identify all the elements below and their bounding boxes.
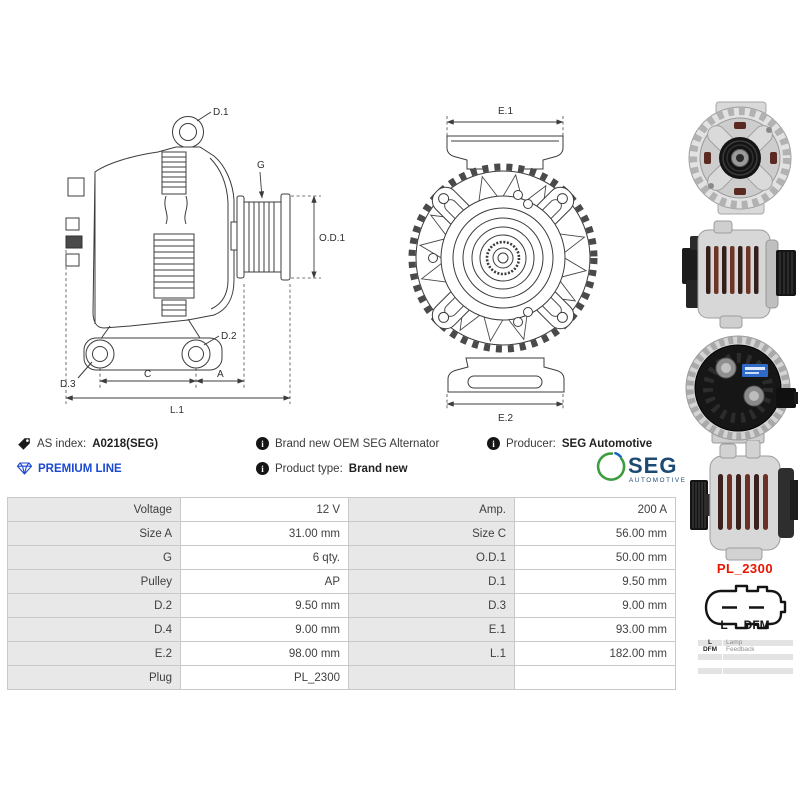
spec-label bbox=[348, 665, 515, 690]
spec-value: 182.00 mm bbox=[514, 641, 676, 666]
e2-label: E.2 bbox=[498, 413, 513, 424]
pulley-shaft bbox=[230, 221, 238, 251]
seg-logo-text: SEG bbox=[628, 453, 677, 478]
as-index-label: AS index: bbox=[37, 438, 87, 450]
legend-desc: Feedback bbox=[723, 646, 793, 653]
legend-row-empty bbox=[698, 661, 793, 667]
product-type-row: i Product type: Brand new bbox=[256, 462, 408, 475]
spec-value: 98.00 mm bbox=[180, 641, 349, 666]
info-icon: i bbox=[256, 437, 269, 450]
g-label: G bbox=[257, 160, 265, 171]
legend-pin: DFM bbox=[698, 646, 722, 653]
spec-label: E.2 bbox=[7, 641, 181, 666]
side-view-technical-drawing: D.1 D.2 D.3 G bbox=[60, 107, 346, 416]
spec-label: Voltage bbox=[7, 497, 181, 522]
legend-pin: L bbox=[698, 639, 722, 646]
spec-label: Amp. bbox=[348, 497, 515, 522]
spec-label: D.4 bbox=[7, 617, 181, 642]
photo-blue-label bbox=[742, 364, 768, 377]
spec-label: Pulley bbox=[7, 569, 181, 594]
plug-pin-labels: L DFM bbox=[702, 618, 788, 632]
seg-automotive-logo: SEG AUTOMOTIVE bbox=[596, 451, 687, 484]
spec-label: D.2 bbox=[7, 593, 181, 618]
spec-label: G bbox=[7, 545, 181, 570]
d2-label: D.2 bbox=[221, 331, 237, 342]
legend-row-empty bbox=[698, 668, 793, 674]
oem-text: Brand new OEM SEG Alternator bbox=[275, 437, 440, 450]
premium-line-label: PREMIUM LINE bbox=[38, 462, 122, 475]
table-row: D.2 9.50 mm D.3 9.00 mm bbox=[7, 593, 676, 618]
legend-row: L Lamp bbox=[698, 639, 793, 646]
spec-value: 56.00 mm bbox=[514, 521, 676, 546]
spec-value: PL_2300 bbox=[180, 665, 349, 690]
d1-label: D.1 bbox=[213, 107, 229, 118]
product-photo-side-connector[interactable] bbox=[680, 218, 798, 330]
c-label: C bbox=[144, 369, 151, 380]
spec-label: D.1 bbox=[348, 569, 515, 594]
producer-value: SEG Automotive bbox=[561, 437, 653, 450]
front-view-technical-drawing: E.1 bbox=[408, 106, 598, 424]
oem-row: i Brand new OEM SEG Alternator bbox=[256, 437, 439, 450]
spec-value: 9.50 mm bbox=[514, 569, 676, 594]
table-row: Plug PL_2300 bbox=[7, 665, 676, 690]
table-row: D.4 9.00 mm E.1 93.00 mm bbox=[7, 617, 676, 642]
spec-label: Size A bbox=[7, 521, 181, 546]
legend-desc: Lamp bbox=[723, 639, 793, 646]
legend-row: DFM Feedback bbox=[698, 646, 793, 653]
spec-value: 12 V bbox=[180, 497, 349, 522]
spec-value bbox=[514, 665, 676, 690]
spec-value: 9.50 mm bbox=[180, 593, 349, 618]
producer-row: i Producer: SEG Automotive bbox=[487, 437, 652, 450]
legend-row-empty bbox=[698, 654, 793, 660]
table-row: Size A 31.00 mm Size C 56.00 mm bbox=[7, 521, 676, 546]
as-index-value: A0218(SEG) bbox=[92, 438, 159, 450]
d3-label: D.3 bbox=[60, 379, 76, 390]
table-row: Pulley AP D.1 9.50 mm bbox=[7, 569, 676, 594]
info-icon: i bbox=[256, 462, 269, 475]
spec-label: E.1 bbox=[348, 617, 515, 642]
product-type-value: Brand new bbox=[348, 462, 408, 475]
plug-diagram bbox=[704, 584, 787, 630]
pin-l-label: L bbox=[720, 618, 728, 632]
product-photo-side-pulley[interactable] bbox=[690, 440, 800, 562]
spec-value: 93.00 mm bbox=[514, 617, 676, 642]
tag-icon bbox=[18, 438, 30, 450]
spec-value: AP bbox=[180, 569, 349, 594]
d1-hole bbox=[172, 116, 204, 148]
plug-legend-table: L Lamp DFM Feedback bbox=[697, 639, 794, 675]
spec-value: 200 A bbox=[514, 497, 676, 522]
spec-value: 9.00 mm bbox=[514, 593, 676, 618]
spec-label: Plug bbox=[7, 665, 181, 690]
e1-label: E.1 bbox=[498, 106, 513, 117]
l1-label: L.1 bbox=[170, 405, 184, 416]
hatched-connector bbox=[65, 235, 83, 249]
table-row: G 6 qty. O.D.1 50.00 mm bbox=[7, 545, 676, 570]
diamond-icon bbox=[17, 462, 32, 475]
as-index-row: AS index: A0218(SEG) bbox=[17, 437, 158, 451]
spec-label: L.1 bbox=[348, 641, 515, 666]
a-label: A bbox=[217, 369, 224, 380]
spec-value: 50.00 mm bbox=[514, 545, 676, 570]
product-photo-rear[interactable] bbox=[682, 332, 798, 445]
producer-label: Producer: bbox=[506, 437, 556, 450]
spec-value: 9.00 mm bbox=[180, 617, 349, 642]
pulley-grooves bbox=[243, 201, 282, 273]
product-photo-front[interactable] bbox=[682, 100, 798, 216]
pin-dfm-label: DFM bbox=[743, 618, 770, 632]
premium-line-row: PREMIUM LINE bbox=[17, 462, 122, 475]
spec-label: Size C bbox=[348, 521, 515, 546]
info-icon: i bbox=[487, 437, 500, 450]
spec-table: Voltage 12 V Amp. 200 A Size A 31.00 mm … bbox=[7, 497, 676, 690]
product-type-label: Product type: bbox=[275, 462, 343, 475]
od1-label: O.D.1 bbox=[319, 233, 346, 244]
table-row: E.2 98.00 mm L.1 182.00 mm bbox=[7, 641, 676, 666]
spec-label: O.D.1 bbox=[348, 545, 515, 570]
seg-logo-subtext: AUTOMOTIVE bbox=[629, 477, 687, 484]
spec-label: D.3 bbox=[348, 593, 515, 618]
spec-value: 31.00 mm bbox=[180, 521, 349, 546]
table-row: Voltage 12 V Amp. 200 A bbox=[7, 497, 676, 522]
plug-code: PL_2300 bbox=[716, 561, 774, 576]
spec-value: 6 qty. bbox=[180, 545, 349, 570]
